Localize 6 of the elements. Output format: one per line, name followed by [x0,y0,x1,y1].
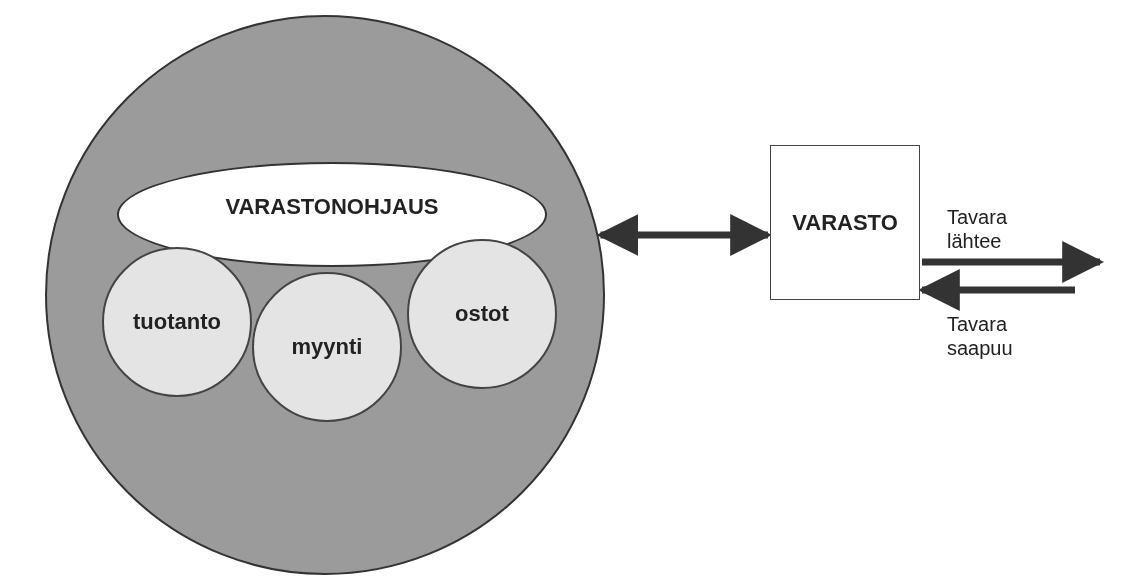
circle-node: myynti [252,272,402,422]
ellipse-node: VARASTONOHJAUS [117,162,547,267]
process-box: VARASTO [770,145,920,300]
arrow [922,241,1105,283]
circle-node: tuotanto [102,247,252,397]
circle-node: ostot [407,239,557,389]
